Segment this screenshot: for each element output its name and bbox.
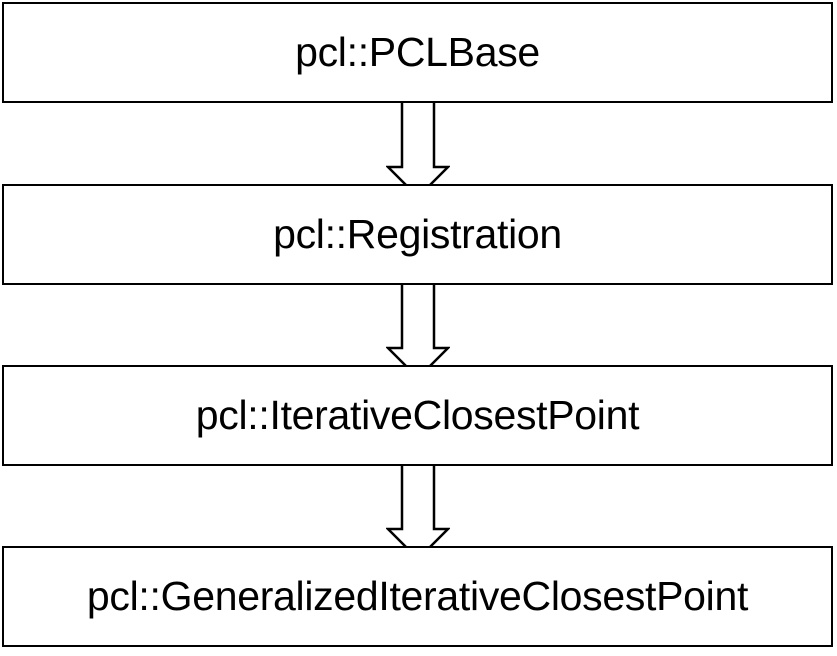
class-label: pcl::GeneralizedIterativeClosestPoint (86, 573, 749, 619)
class-box-iterative-closest-point: pcl::IterativeClosestPoint (2, 365, 833, 466)
class-box-pclbase: pcl::PCLBase (2, 2, 833, 103)
class-label: pcl::IterativeClosestPoint (195, 392, 640, 438)
class-label: pcl::PCLBase (295, 29, 540, 75)
class-box-registration: pcl::Registration (2, 184, 833, 285)
class-label: pcl::Registration (273, 211, 562, 257)
down-arrow-icon (386, 89, 450, 199)
class-box-generalized-iterative-closest-point: pcl::GeneralizedIterativeClosestPoint (2, 546, 833, 647)
